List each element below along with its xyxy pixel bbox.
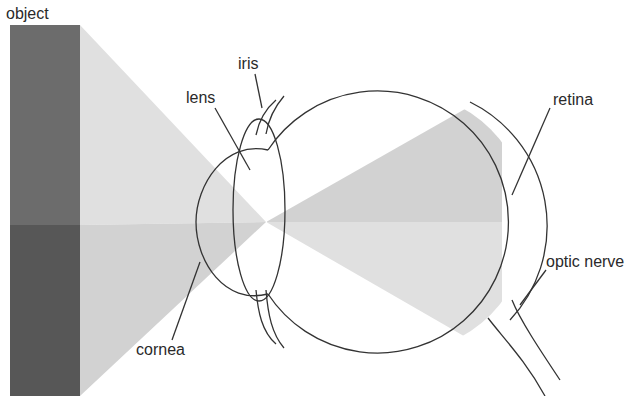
iris-lower — [256, 290, 276, 344]
light-upper — [80, 25, 266, 225]
part-label: cornea — [136, 342, 185, 358]
optic-nerve — [512, 300, 560, 380]
part-label: optic nerve — [546, 254, 624, 270]
part-label: retina — [553, 92, 593, 108]
optic-nerve — [488, 318, 545, 396]
cornea-outline — [196, 149, 268, 296]
leader-line — [255, 74, 262, 108]
iris-upper — [256, 100, 276, 135]
part-label: iris — [238, 56, 258, 72]
leader-line — [215, 108, 250, 170]
object-lower — [10, 225, 80, 396]
eyeball-outline — [268, 91, 508, 353]
lens-outline — [233, 119, 285, 301]
iris-lower-inner — [266, 290, 284, 348]
leader-line — [512, 108, 550, 195]
light-lower — [80, 222, 266, 396]
iris-upper-inner — [266, 96, 284, 134]
leader-line — [520, 270, 546, 305]
object-upper — [10, 25, 80, 225]
part-label: lens — [186, 90, 215, 106]
image-upper — [266, 88, 502, 222]
part-label: object — [6, 6, 49, 22]
leader-line — [172, 262, 200, 340]
retina-layer — [470, 102, 547, 320]
image-lower — [266, 222, 502, 358]
